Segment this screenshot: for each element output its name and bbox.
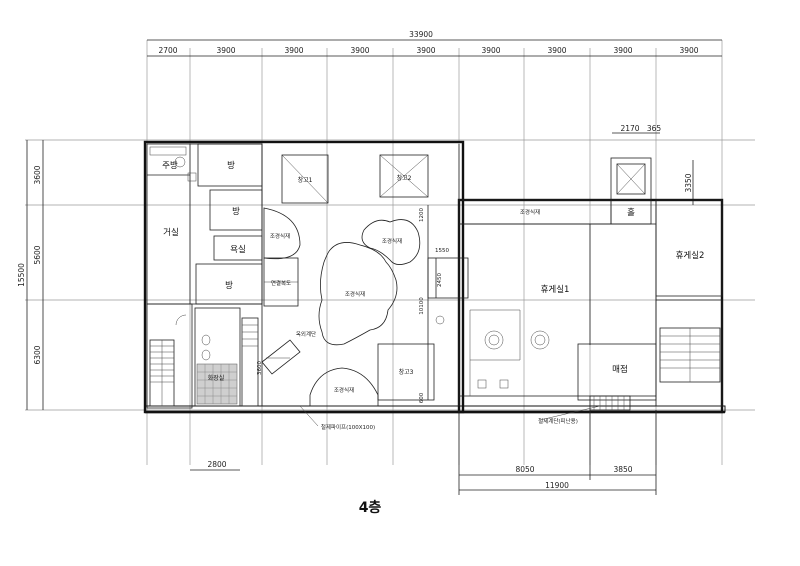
dim-top-seg: 2700	[158, 46, 177, 55]
floor-title: 4층	[359, 500, 382, 516]
planting-label: 조경식재	[520, 208, 540, 216]
room-hall-label: 홀	[627, 207, 635, 218]
dim-inner: 1550	[435, 248, 449, 254]
room-bath-label: 욕실	[230, 244, 246, 255]
room-b-label: 방	[232, 206, 240, 217]
dim-top-total: 33900	[409, 30, 433, 39]
note-bottom-left: 철제파이프(100X100)	[321, 423, 375, 431]
grid-lines	[25, 40, 755, 465]
dim-top-seg: 3900	[547, 46, 566, 55]
corridor-label: 연결복도	[271, 279, 291, 287]
annotation-labels: 조경식재 조경식재 조경식재 조경식재 조경식재 연결복도 옥외계단 철제파이프…	[270, 208, 601, 431]
dim-upper-right: 365	[647, 124, 662, 133]
residential-block	[146, 143, 263, 409]
dim-bottom-left: 2800	[207, 460, 226, 469]
dim-top-seg: 3900	[216, 46, 235, 55]
dim-top-seg: 3900	[416, 46, 435, 55]
dim-top-seg: 3900	[679, 46, 698, 55]
room-labels: 주방 방 방 방 거실 욕실 화장실 창고1 창고2 창고3 휴게실1 휴게실2…	[162, 160, 704, 382]
courtyard	[261, 144, 469, 407]
dim-left-seg: 6300	[33, 345, 42, 364]
dim-top-seg: 3900	[481, 46, 500, 55]
dim-inner: 10100	[419, 297, 425, 315]
dim-left-seg: 5600	[33, 245, 42, 264]
room-toilet-label: 화장실	[208, 374, 225, 382]
room-living-label: 거실	[163, 227, 179, 238]
room-storage2-label: 창고2	[397, 174, 412, 182]
dim-top-seg: 3900	[284, 46, 303, 55]
dim-upper-right: 2170	[620, 124, 639, 133]
dim-left-total: 15500	[17, 263, 26, 287]
dim-bottom-right: 3850	[613, 465, 632, 474]
dim-inner: 3600	[257, 361, 263, 375]
planting-label: 조경식재	[382, 237, 402, 245]
dim-top-seg: 3900	[350, 46, 369, 55]
right-block	[458, 157, 723, 411]
left-dimensions: 15500 3600 5600 6300	[17, 140, 44, 410]
room-c-label: 방	[225, 280, 233, 291]
room-a-label: 방	[227, 160, 235, 171]
inner-dimensions: 1200 1550 2450 10100 3600 600	[257, 208, 449, 404]
dim-top-seg: 3900	[613, 46, 632, 55]
bottom-dimensions: 2800 8050 3850 11900	[190, 410, 657, 495]
dim-bottom-total: 11900	[545, 481, 569, 490]
dim-right-side: 3350	[684, 173, 693, 192]
ramp-label: 옥외계단	[296, 330, 316, 338]
room-storage3-label: 창고3	[399, 368, 414, 376]
dim-inner: 1200	[419, 208, 425, 222]
planting-label: 조경식재	[334, 386, 354, 394]
planting-label: 조경식재	[270, 232, 290, 240]
room-shop-label: 매점	[612, 364, 628, 375]
upper-right-dimensions: 2170 365 3350	[612, 124, 694, 205]
room-lounge1-label: 휴게실1	[541, 284, 570, 295]
dim-inner: 2450	[437, 273, 443, 287]
room-kitchen-label: 주방	[162, 160, 178, 171]
note-bottom-right: 철제계단(피난용)	[538, 417, 578, 425]
room-storage1-label: 창고1	[298, 176, 313, 184]
top-dimensions: 33900 2700 3900 3900 3900 3900 3900 3900…	[147, 30, 722, 57]
dim-bottom-right: 8050	[515, 465, 534, 474]
dim-inner: 600	[419, 392, 425, 403]
dim-left-seg: 3600	[33, 165, 42, 184]
planting-label: 조경식재	[345, 290, 365, 298]
room-lounge2-label: 휴게실2	[676, 250, 705, 261]
